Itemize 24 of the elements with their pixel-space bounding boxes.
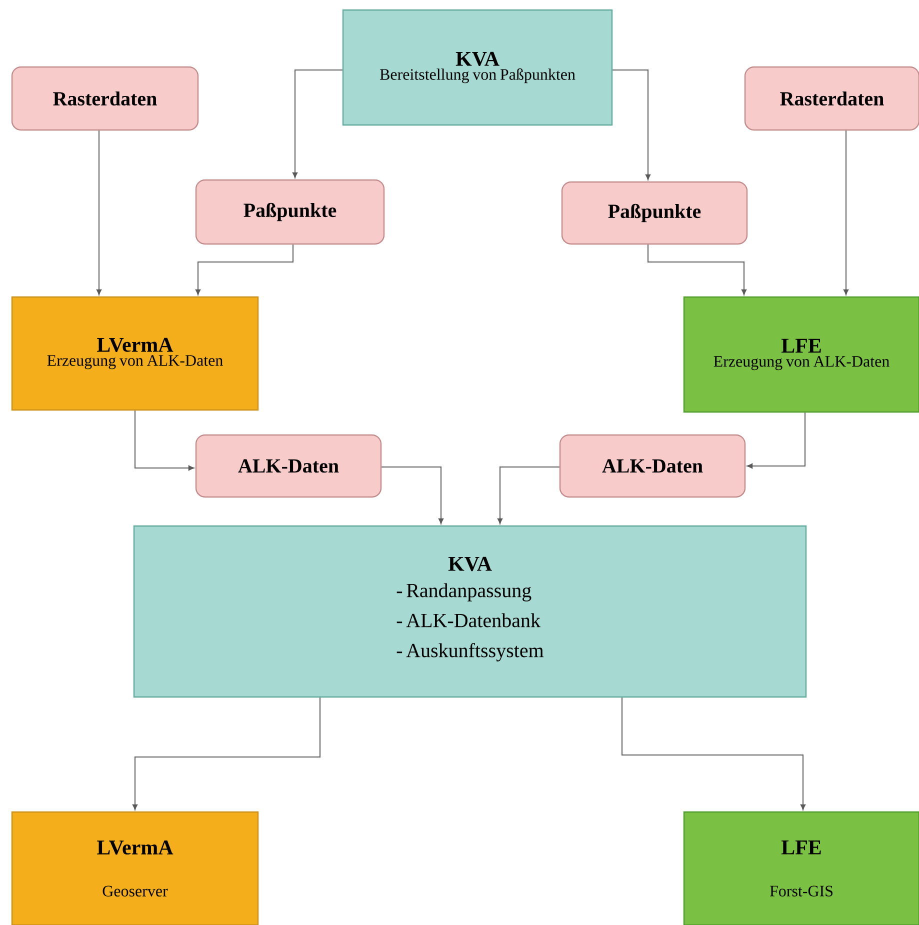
rounded-box: Paßpunkte — [195, 179, 385, 245]
process-box: LFE Erzeugung von ALK-Daten — [683, 296, 919, 413]
arrow — [292, 70, 343, 178]
arrow — [96, 130, 102, 296]
rounded-box: ALK-Daten — [559, 434, 746, 498]
arrow — [843, 130, 849, 296]
arrow — [622, 697, 806, 810]
arrow — [132, 697, 320, 810]
arrow — [746, 412, 806, 469]
rounded-box: Rasterdaten — [11, 66, 199, 131]
process-box: LFE Forst-GIS — [683, 811, 919, 925]
rounded-box: Paßpunkte — [561, 181, 748, 245]
rounded-box: Rasterdaten — [744, 66, 919, 131]
process-box: LVermA Erzeugung von ALK-Daten — [11, 296, 259, 411]
rounded-box: ALK-Daten — [195, 434, 382, 498]
arrow — [612, 70, 651, 180]
info-box: KVA - Randanpassung - ALK-Datenbank - Auskunftssystem — [133, 525, 807, 698]
arrow — [497, 466, 560, 524]
process-box: LVermA Geoserver — [11, 811, 259, 925]
arrow — [195, 244, 294, 296]
info-box: KVA Bereitstellung von Paßpunkten — [342, 9, 613, 126]
arrow — [381, 466, 444, 524]
arrow — [134, 410, 194, 471]
arrow — [648, 244, 747, 296]
